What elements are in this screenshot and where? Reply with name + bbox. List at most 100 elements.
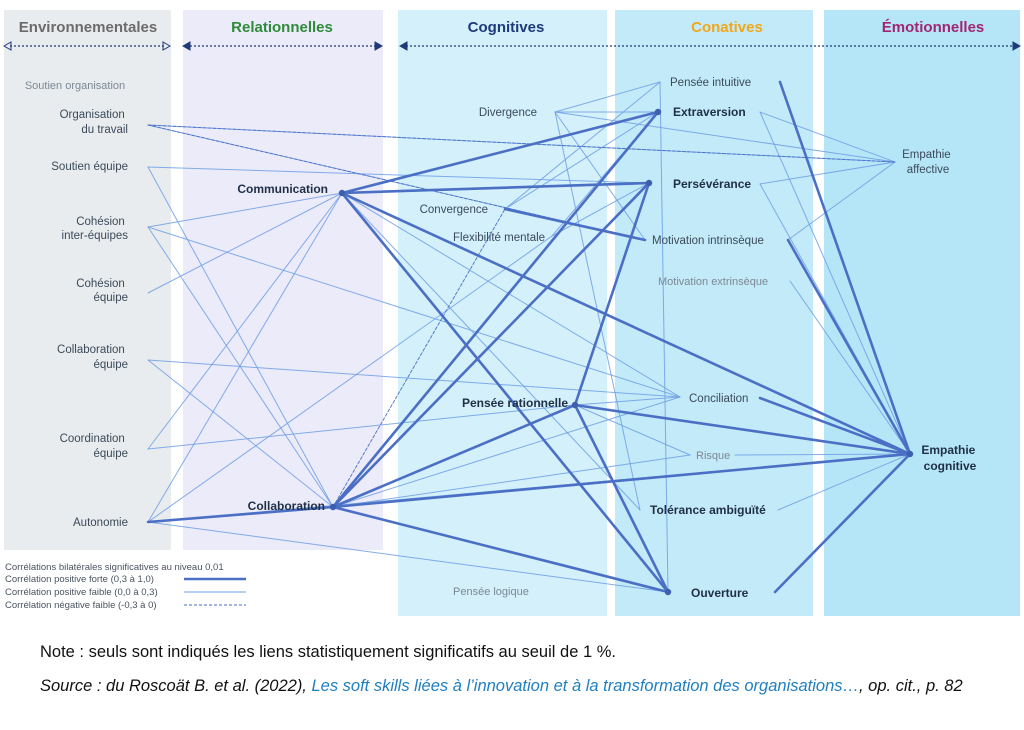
source-prefix: Source : du Roscoät B. et al. (2022), (40, 677, 312, 695)
strong-edge-rel_collaboration-con_extraversion (331, 110, 660, 509)
weak-edge-env_cohesion_equipe-rel_communication (147, 192, 343, 294)
strong-edge-rel_communication-con_ouverture (340, 191, 670, 594)
column-title-cognitives: Cognitives (468, 19, 545, 36)
node-risque: Risque (696, 450, 730, 462)
negative-edge-env_orga_travail-emo_empathie_aff (147, 124, 896, 163)
node-convergence: Convergence (420, 204, 488, 216)
node-collaboration-equipe: Collaboration équipe (57, 344, 128, 371)
node-dot-con_extraversion (654, 108, 662, 116)
weak-edge-con_perseverance-emo_empathie_aff (759, 161, 896, 185)
node-dot-con_perseverance (645, 179, 653, 187)
source-title-link[interactable]: Les soft skills liées à l’innovation et … (311, 677, 860, 695)
node-soutien-organisation: Soutien organisation (25, 80, 125, 92)
node-pensee-logique: Pensée logique (453, 586, 529, 598)
node-coordination-equipe: Coordination équipe (60, 433, 128, 460)
column-bg-environnementales (4, 10, 171, 550)
node-motivation-extrinseque: Motivation extrinsèque (658, 276, 768, 288)
node-dots (329, 108, 914, 596)
node-divergence: Divergence (479, 107, 537, 119)
weak-edge-cog_pensee_rationnelle-con_risque (574, 404, 691, 456)
strong-edge-cog_pensee_rationnelle-con_ouverture (573, 403, 670, 594)
weak-edge-env_autonomie-cog_flexibilite (147, 235, 553, 523)
weak-edge-con_tolerance-emo_empathie_cog (777, 453, 911, 511)
source-citation: Source : du Roscoät B. et al. (2022), Le… (40, 675, 986, 697)
weak-edge-cog_flexibilite-con_perseverance (551, 182, 650, 237)
strong-edge-rel_collaboration-con_perseverance (331, 181, 651, 509)
legend-negative-label: Corrélation négative faible (-0,3 à 0) (5, 600, 157, 611)
node-pensee-rationnelle: Pensée rationnelle (462, 396, 568, 410)
node-perseverance: Persévérance (673, 177, 751, 191)
weak-edge-rel_collaboration-con_risque (332, 454, 691, 508)
node-autonomie: Autonomie (73, 517, 128, 529)
column-title-relationnelles: Relationnelles (231, 19, 333, 36)
node-flexibilite-mentale: Flexibilité mentale (453, 232, 545, 244)
node-dot-cog_pensee_rationnelle (571, 401, 579, 409)
weak-edge-env_collab_equipe-con_conciliation (147, 359, 681, 398)
weak-edge-con_risque-emo_empathie_cog (734, 453, 911, 456)
strong-edge-cog_convergence-con_motivation_intr (503, 207, 647, 242)
strong-edge-con_conciliation-emo_empathie_cog (758, 396, 912, 456)
weak-edge-env_collab_equipe-rel_collaboration (147, 359, 334, 508)
strong-edge-con_motivation_intr-emo_empathie_cog (786, 238, 912, 456)
node-dot-emo_empathie_cog (906, 450, 914, 458)
node-cohesion-inter-equipes: Cohésion inter-équipes (62, 216, 129, 242)
source-suffix: , op. cit., p. 82 (859, 677, 963, 695)
weak-edge-con_pensee_intuitive-con_ouverture (659, 81, 669, 593)
weak-edge-env_soutien_equipe-rel_collaboration (147, 166, 334, 508)
node-motivation-intrinseque: Motivation intrinsèque (652, 235, 764, 247)
weak-edge-con_motivation_extr-emo_empathie_cog (789, 280, 911, 455)
node-dot-rel_communication (338, 189, 346, 197)
node-conciliation: Conciliation (689, 393, 748, 405)
weak-edge-con_extraversion-emo_empathie_aff (759, 111, 896, 163)
weak-edge-rel_communication-con_tolerance (341, 192, 641, 511)
node-cohesion-equipe: Cohésion équipe (76, 278, 128, 304)
legend-strong-label: Corrélation positive forte (0,3 à 1,0) (5, 574, 154, 585)
weak-edge-env_soutien_equipe-con_perseverance (147, 166, 650, 184)
weak-edge-env_coordination-cog_pensee_rationnelle (147, 404, 576, 450)
node-pensee-intuitive: Pensée intuitive (670, 77, 751, 89)
strong-edge-rel_communication-con_extraversion (340, 110, 660, 195)
strong-edge-con_ouverture-emo_empathie_cog (773, 452, 912, 594)
strong-edge-rel_collaboration-emo_empathie_cog (331, 452, 912, 509)
legend: Corrélations bilatérales significatives … (5, 562, 246, 611)
node-soutien-equipe: Soutien équipe (51, 161, 128, 173)
weak-edge-env_coordination-rel_communication (147, 192, 343, 450)
note-text: Note : seuls sont indiqués les liens sta… (40, 643, 616, 661)
strong-edge-rel_collaboration-con_ouverture (331, 505, 670, 594)
column-title-environnementales: Environnementales (19, 19, 157, 36)
column-bg-relationnelles (183, 10, 383, 550)
column-bg-emotionnelles (824, 10, 1020, 616)
node-tolerance-ambiguite: Tolérance ambiguïté (650, 503, 766, 517)
column-title-conatives: Conatives (691, 19, 763, 36)
weak-edge-cog_divergence-emo_empathie_aff (554, 111, 896, 163)
weak-edge-con_extraversion-emo_empathie_cog (759, 111, 911, 455)
legend-weak-label: Corrélation positive faible (0,0 à 0,3) (5, 587, 158, 598)
negative-edge-rel_collaboration-cog_convergence (332, 208, 506, 508)
node-communication: Communication (237, 182, 328, 196)
strong-edge-cog_pensee_rationnelle-emo_empathie_cog (573, 403, 912, 456)
correlation-edges (146, 80, 912, 594)
weak-edge-cog_convergence-con_extraversion (504, 111, 659, 210)
node-ouverture: Ouverture (691, 586, 749, 600)
weak-edge-rel_communication-con_conciliation (341, 192, 681, 398)
weak-edge-env_autonomie-con_ouverture (147, 521, 669, 593)
node-empathie-affective: Empathie affective (902, 149, 954, 176)
strong-edge-cog_pensee_rationnelle-con_perseverance (573, 181, 651, 407)
weak-edge-env_cohesion_inter-con_conciliation (147, 226, 681, 398)
node-extraversion: Extraversion (673, 105, 746, 119)
weak-edge-env_cohesion_inter-rel_collaboration (147, 226, 334, 508)
node-dot-rel_collaboration (329, 503, 337, 511)
weak-edge-rel_collaboration-con_conciliation (332, 396, 681, 508)
strong-edge-con_pensee_intuitive-emo_empathie_cog (778, 80, 912, 456)
weak-edge-cog_pensee_rationnelle-con_conciliation (574, 396, 681, 406)
strong-edge-rel_communication-emo_empathie_cog (340, 191, 912, 456)
weak-edge-env_cohesion_inter-rel_communication (147, 192, 343, 228)
node-empathie-cognitive: Empathie cognitive (921, 443, 978, 473)
node-dot-con_ouverture (664, 588, 672, 596)
node-collaboration: Collaboration (248, 499, 325, 513)
header-arrows (2, 41, 1022, 51)
weak-edge-env_autonomie-rel_communication (147, 192, 343, 523)
strong-edge-rel_collaboration-env_autonomie (146, 505, 335, 524)
node-organisation-travail: Organisation du travail (60, 109, 128, 136)
soft-skills-correlation-diagram: Environnementales Relationnelles Cogniti… (2, 10, 1022, 616)
